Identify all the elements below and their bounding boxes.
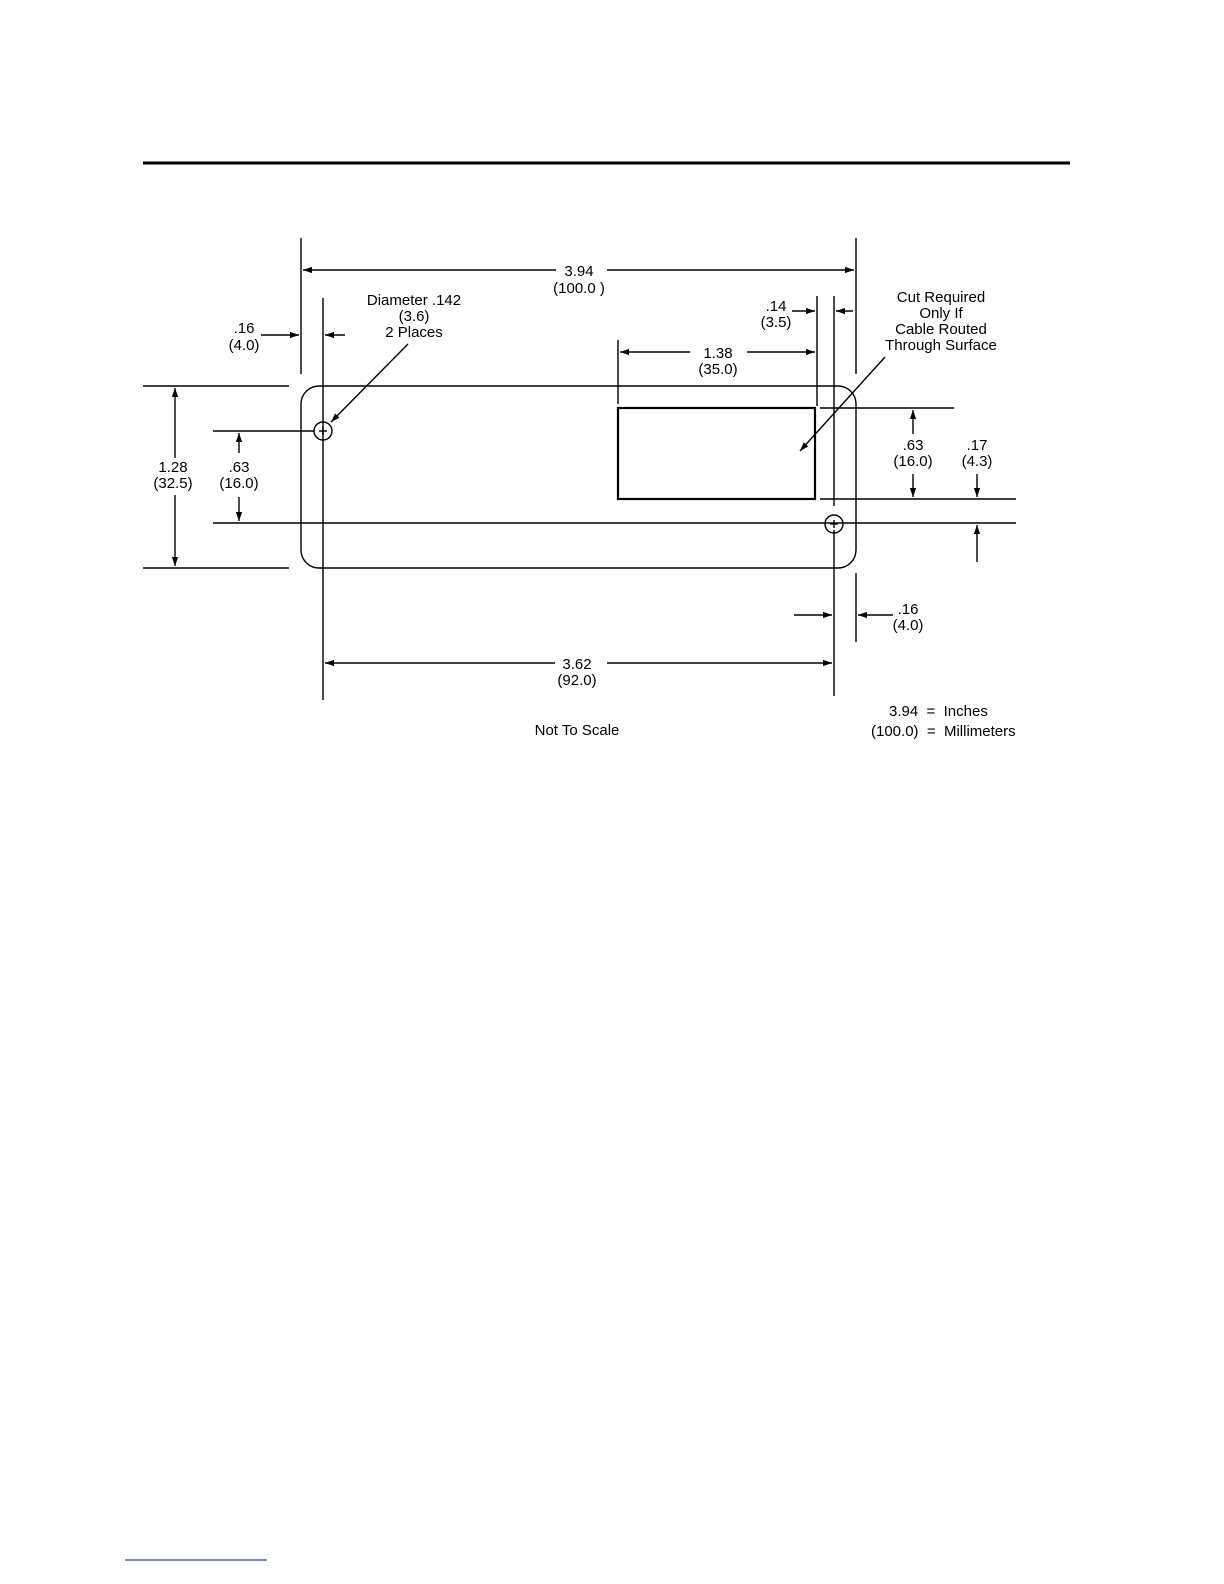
hole-offset-left-mm: (4.0) — [229, 337, 260, 354]
overall-width-in: 3.94 — [564, 263, 593, 280]
hole-offset-right-in: .16 — [898, 601, 919, 618]
cut-width-mm: (35.0) — [698, 361, 737, 378]
hole-offset-right-mm: (4.0) — [893, 617, 924, 634]
cut-to-hole-in: .17 — [967, 437, 988, 454]
hole-spacing-in: 3.62 — [562, 656, 591, 673]
cut-to-hole-mm: (4.3) — [962, 453, 993, 470]
cut-note-line1: Cut Required — [897, 289, 985, 306]
overall-height-in: 1.28 — [158, 459, 187, 476]
hole-vertical-left-mm: (16.0) — [219, 475, 258, 492]
plate-outline — [301, 386, 856, 568]
legend-millimeters: (100.0) = Millimeters — [871, 723, 1016, 740]
hole-diameter-label: Diameter .142 — [367, 292, 461, 309]
hole-offset-left-in: .16 — [234, 320, 255, 337]
cut-width-in: 1.38 — [703, 345, 732, 362]
overall-height-mm: (32.5) — [153, 475, 192, 492]
overall-width-mm: (100.0 ) — [553, 280, 605, 297]
scale-note: Not To Scale — [535, 722, 620, 739]
cut-offset-in: .14 — [766, 298, 787, 315]
hole-diameter-mm: (3.6) — [399, 308, 430, 325]
cut-note-line3: Cable Routed — [895, 321, 987, 338]
cut-height-mm: (16.0) — [893, 453, 932, 470]
hole-vertical-left-in: .63 — [229, 459, 250, 476]
extension-lines — [143, 238, 1016, 700]
cut-note-line2: Only If — [919, 305, 963, 322]
hole-count: 2 Places — [385, 324, 443, 341]
cut-note-line4: Through Surface — [885, 337, 997, 354]
cut-offset-mm: (3.5) — [761, 314, 792, 331]
hole-spacing-mm: (92.0) — [557, 672, 596, 689]
cut-height-in: .63 — [903, 437, 924, 454]
legend-inches: 3.94 = Inches — [889, 703, 988, 720]
cable-cutout — [618, 408, 815, 499]
